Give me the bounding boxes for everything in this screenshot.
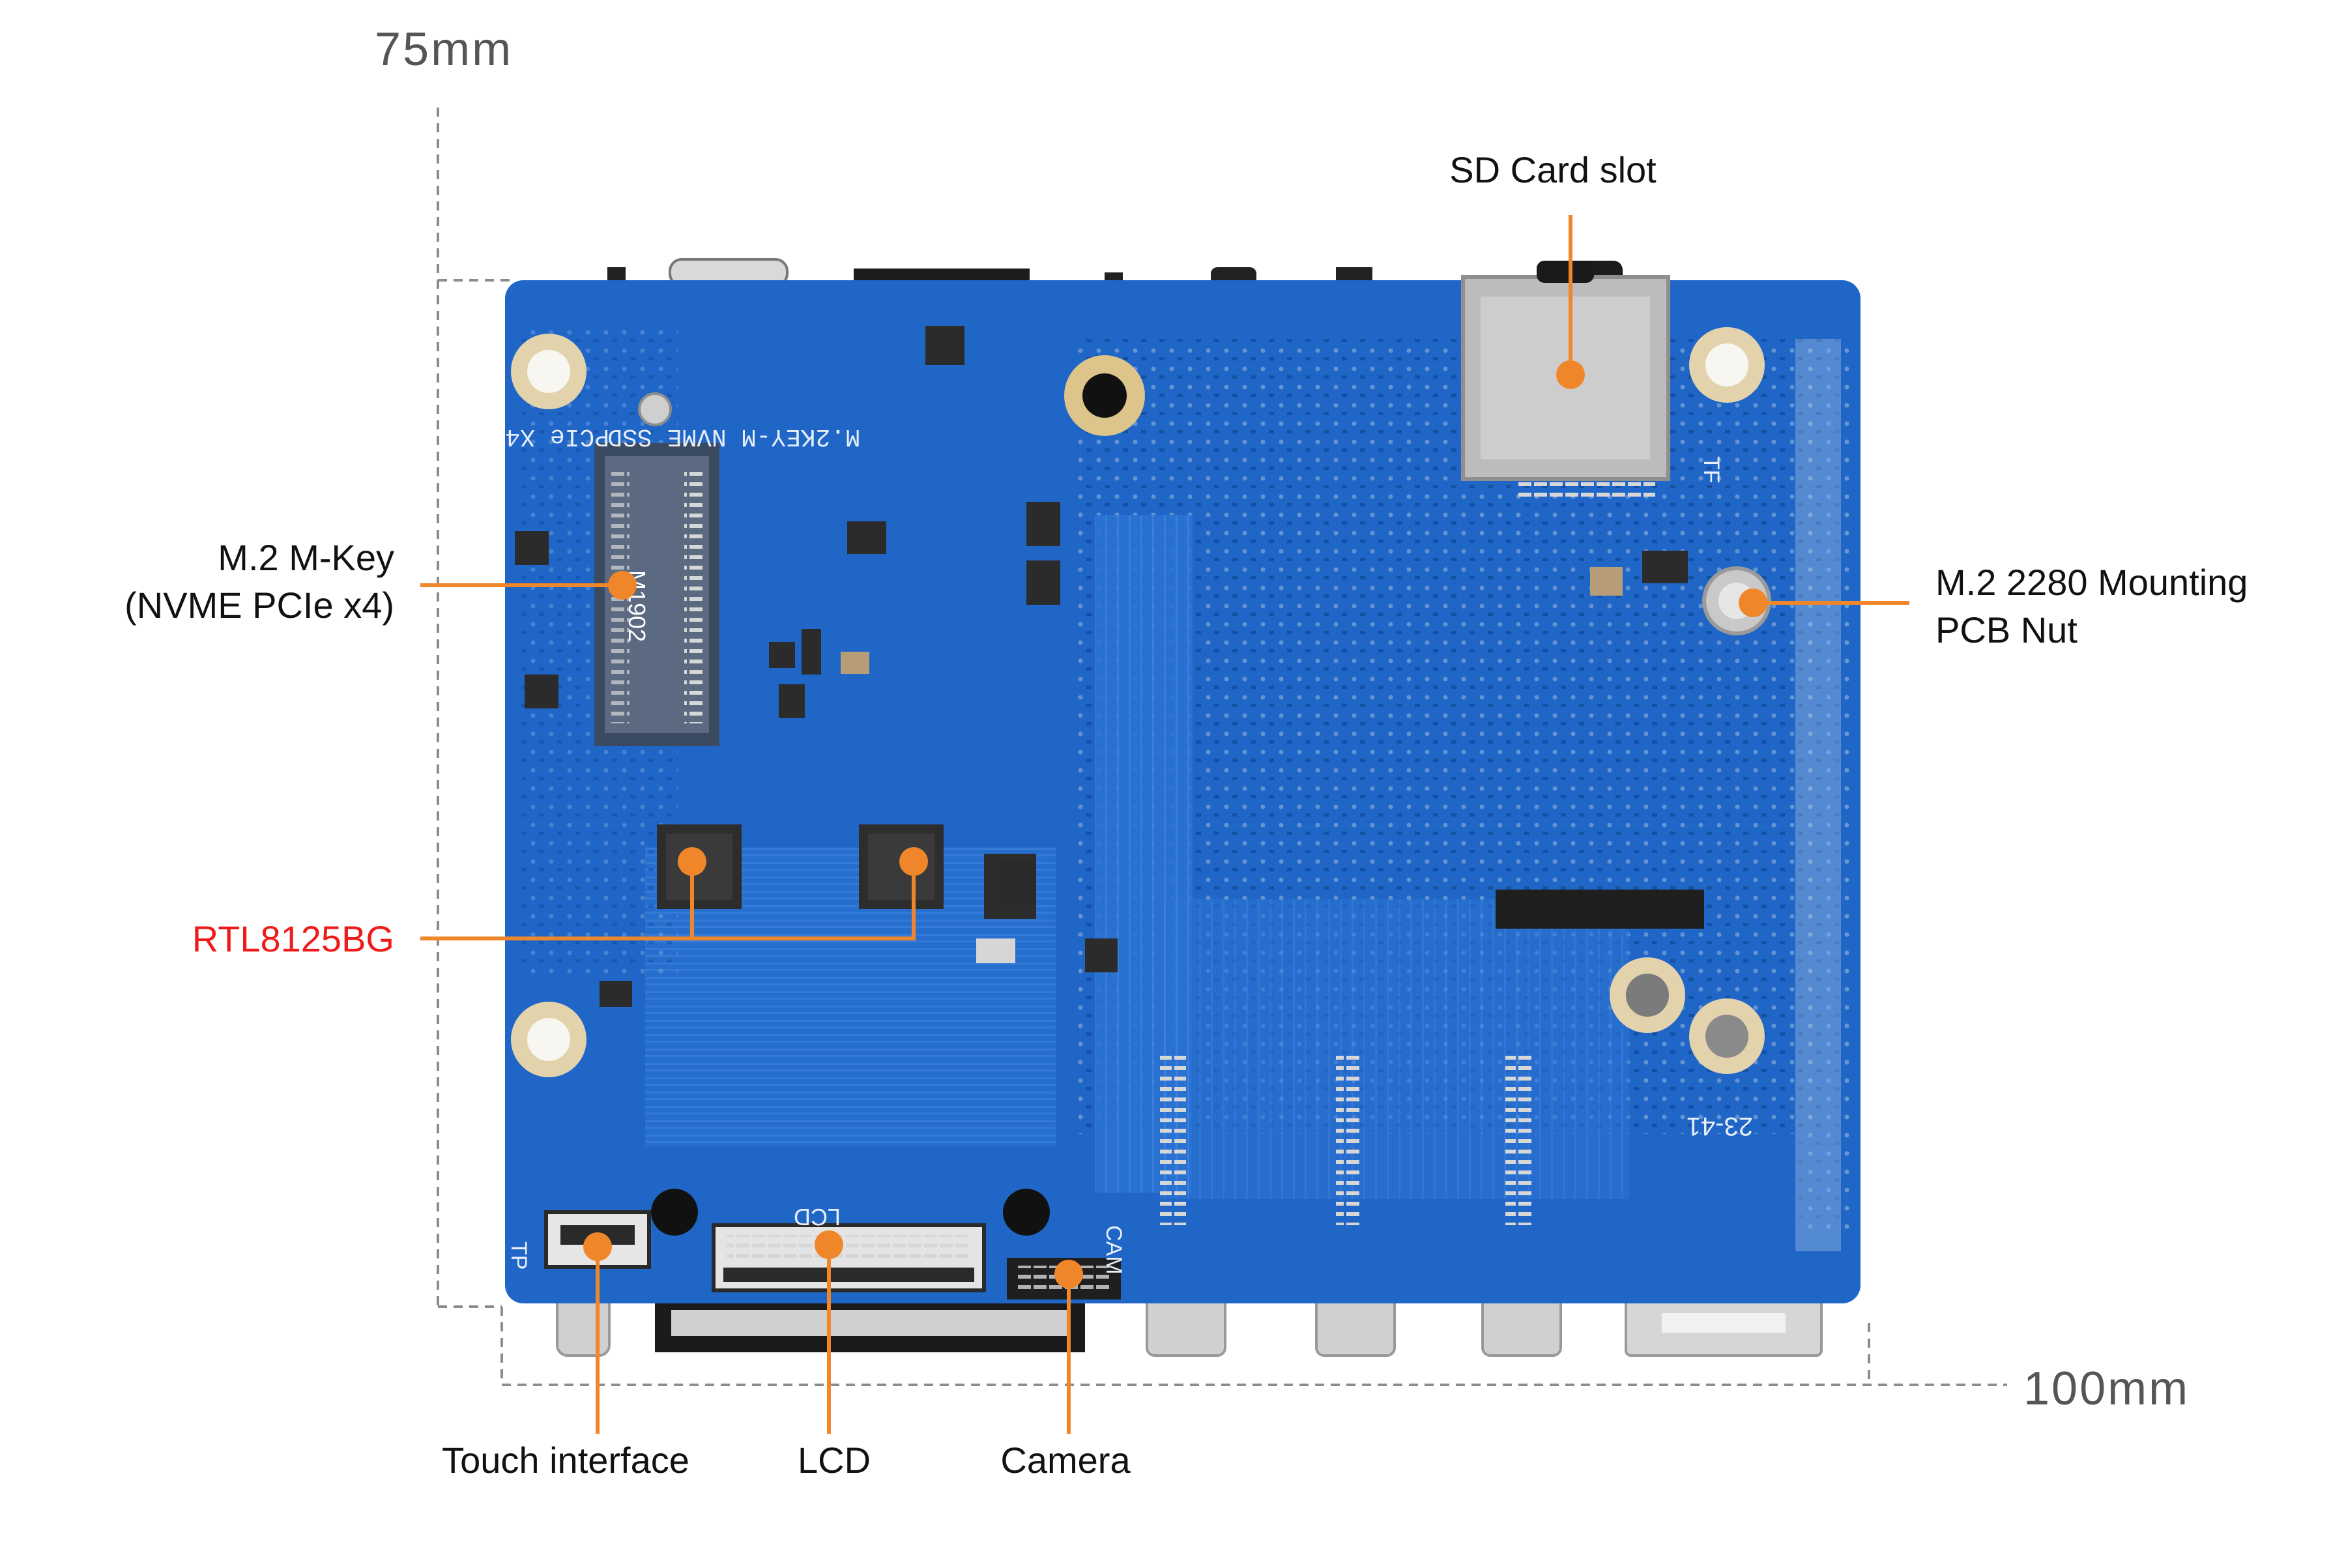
sd-card-slot-label: SD Card slot [1449,149,1657,190]
mounting-holes [511,327,1765,1077]
lcd-label: LCD [797,1440,871,1481]
pcie-silk-label: PCIe X4 [505,422,609,450]
m2-mkey-line1: M.2 M-Key [218,537,394,578]
m2-mkey-line2: (NVME PCIe x4) [124,584,394,626]
sd-card-slot: TF [1461,261,1724,501]
dimension-lines [437,108,2007,1386]
camera-label: Camera [1000,1440,1131,1481]
date-code-silk: 23-41 [1687,1112,1753,1140]
lcd-silk-label: LCD [794,1204,841,1230]
tp-silk-label: TP [506,1241,531,1270]
mounting-nut-label: M.2 2280 Mounting PCB Nut [1935,559,2248,654]
height-dimension-label: 75mm [375,23,514,76]
callouts [420,215,1909,1434]
m2-silk-label: M.2KEY-M NVME SSD [607,422,860,450]
tf-silk-label: TF [1699,456,1724,484]
m2-silkscreen: M.2KEY-M NVME SSD PCIe X4 [505,422,860,450]
cam-silk-label: CAM [1101,1225,1126,1275]
mounting-nut-line1: M.2 2280 Mounting [1935,562,2248,603]
callout-dots [583,360,1767,1288]
mounting-nut-line2: PCB Nut [1935,609,2078,650]
bottom-connectors [544,1056,1531,1299]
width-dimension-label: 100mm [2023,1363,2190,1415]
m2-connector: M1902 [594,443,719,746]
m2-mkey-label: M.2 M-Key (NVME PCIe x4) [124,534,394,630]
touch-interface-label: Touch interface [442,1440,689,1481]
pcb [505,280,1861,1303]
bottom-silkscreen: LCD CAM TP 23-41 [506,1112,1753,1275]
components [515,326,1704,1007]
rtl8125bg-label: RTL8125BG [192,918,394,959]
gpio-header [1795,339,1841,1251]
